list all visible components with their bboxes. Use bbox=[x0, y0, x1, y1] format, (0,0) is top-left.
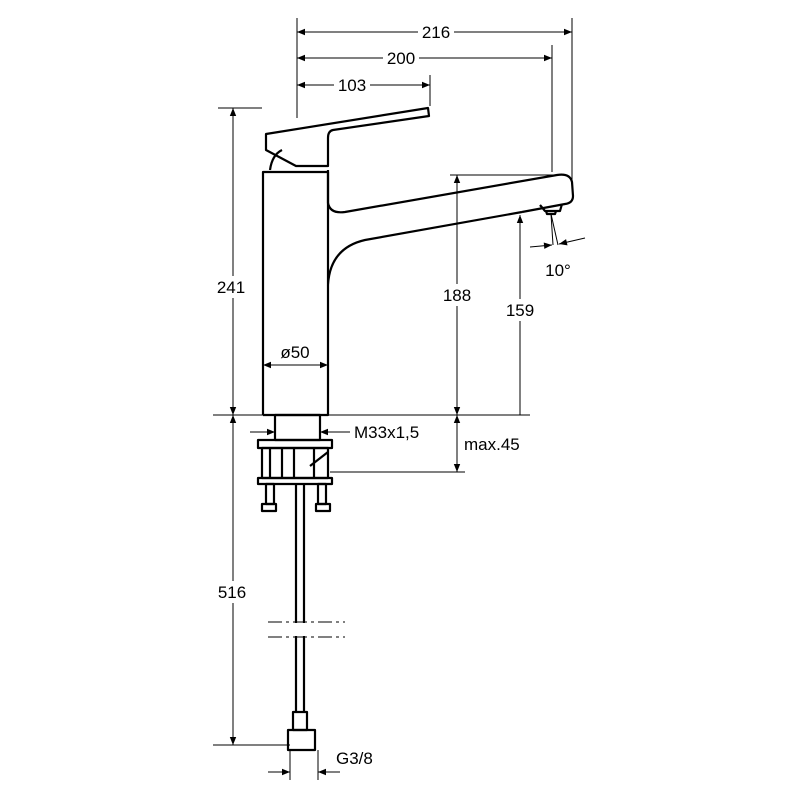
dim-overall-height: 241 bbox=[217, 278, 245, 297]
dim-hose-length: 516 bbox=[218, 583, 246, 602]
faucet-body bbox=[261, 149, 523, 417]
dim-handle-reach: 103 bbox=[338, 76, 366, 95]
dim-overall-reach: 216 bbox=[422, 23, 450, 42]
dim-spout-reach: 200 bbox=[387, 49, 415, 68]
dim-thread: M33x1,5 bbox=[354, 423, 419, 442]
dim-hose-connection: G3/8 bbox=[336, 749, 373, 768]
faucet-spout bbox=[326, 170, 575, 216]
dim-outlet-height: 159 bbox=[506, 301, 534, 320]
body-dome bbox=[268, 149, 283, 171]
dimension-lines bbox=[213, 18, 586, 780]
faucet-handle bbox=[264, 106, 431, 168]
dim-max-deck-thickness: max.45 bbox=[464, 435, 520, 454]
dim-body-diameter: ø50 bbox=[280, 343, 309, 362]
aerator bbox=[539, 203, 564, 213]
supply-hose bbox=[268, 484, 345, 752]
dim-spout-height: 188 bbox=[443, 286, 471, 305]
base-fixing bbox=[256, 413, 334, 513]
dim-outlet-angle: 10° bbox=[545, 261, 571, 280]
